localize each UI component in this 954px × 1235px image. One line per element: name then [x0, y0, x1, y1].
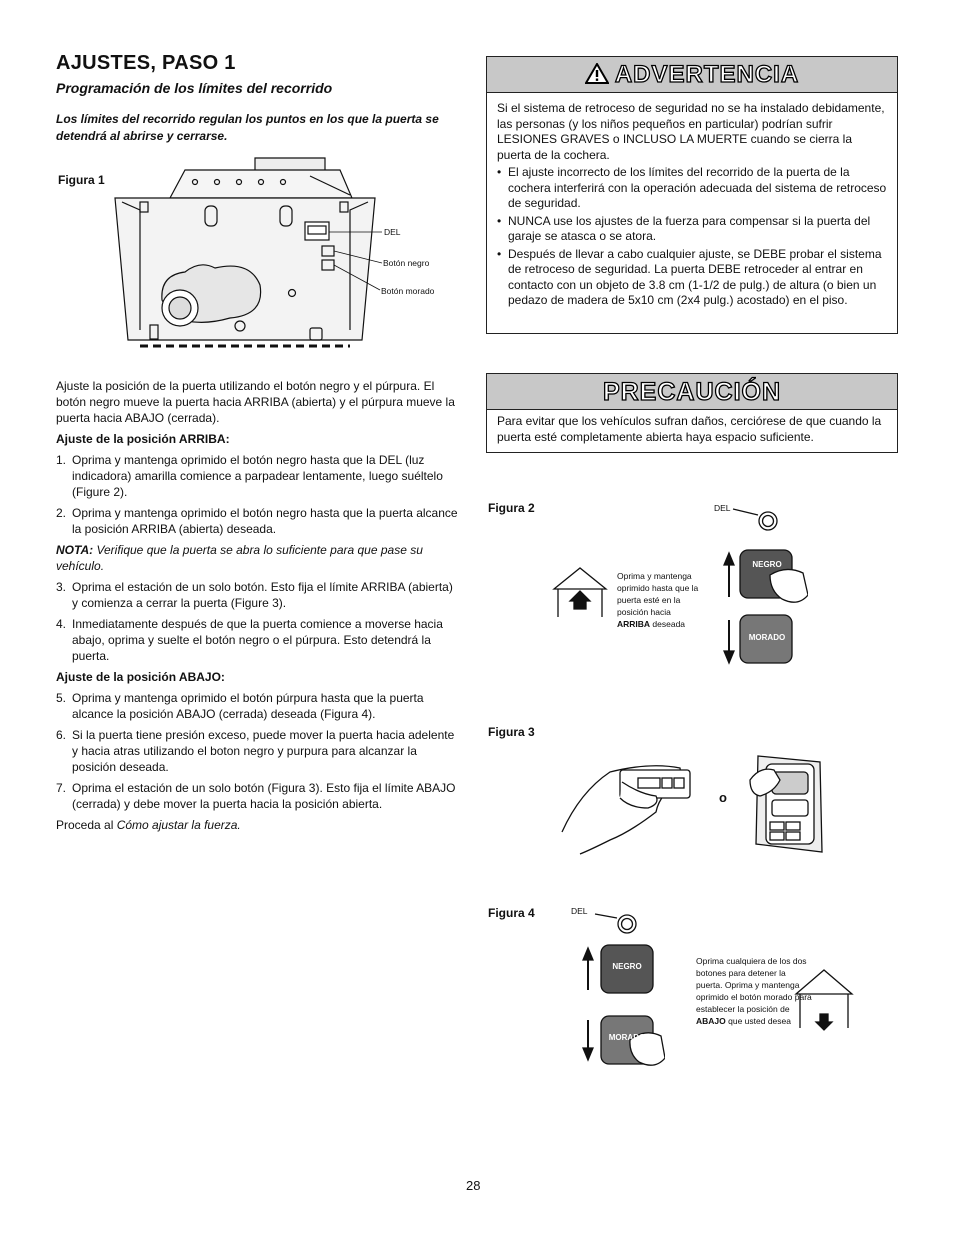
warning-text: Si el sistema de retroceso de seguridad …	[497, 101, 885, 162]
figure-4-black-button: NEGRO	[612, 962, 642, 971]
warning-title: ADVERTENCIA	[614, 60, 800, 88]
figure-3-illustration	[561, 755, 823, 855]
figure-1-opener-illustration	[114, 157, 383, 348]
figure-2-caption: Oprima y mantenga oprimido hasta que la …	[617, 571, 699, 629]
figure-2-illustration	[552, 508, 808, 665]
figure-4-caption: Oprima cualquiera de los dos botones par…	[696, 956, 812, 1026]
figure-2-led-label: DEL	[714, 503, 731, 513]
intro-text: Los límites del recorrido regulan los pu…	[56, 112, 439, 143]
list-item: 5.Oprima y mantenga oprimido el botón pú…	[56, 691, 424, 721]
list-item: 3.Oprima el estación de un solo botón. E…	[56, 580, 453, 610]
down-steps-list: 5.Oprima y mantenga oprimido el botón pú…	[56, 690, 462, 812]
list-item: •Después de llevar a cabo cualquier ajus…	[497, 246, 882, 308]
figure-1-callout-black-button: Botón negro	[383, 258, 430, 268]
figure-4-led-label: DEL	[571, 906, 588, 916]
figure-4-illustration	[582, 913, 665, 1066]
proceed-text: Proceda al Cómo ajustar la fuerza.	[56, 818, 241, 832]
figure-1-label: Figura 1	[58, 173, 105, 187]
up-heading: Ajuste de la posición ARRIBA:	[56, 432, 230, 446]
warning-bullets: •El ajuste incorrecto de los límites del…	[497, 165, 887, 309]
force-adjust-link[interactable]: Cómo ajustar la fuerza.	[116, 818, 241, 832]
note: NOTA: Verifique que la puerta se abra lo…	[56, 543, 423, 573]
list-item: 2.Oprima y mantenga oprimido el botón ne…	[56, 506, 458, 536]
list-item: •NUNCA use los ajustes de la fuerza para…	[497, 213, 871, 244]
figure-1-callout-purple-button: Botón morado	[381, 286, 435, 296]
page-number: 28	[466, 1178, 481, 1193]
figure-3-or: o	[719, 790, 727, 805]
caution-text: Para evitar que los vehículos sufran dañ…	[497, 414, 882, 444]
instructions-intro: Ajuste la posición de la puerta utilizan…	[56, 379, 455, 425]
list-item: •El ajuste incorrecto de los límites del…	[497, 165, 887, 210]
figure-4-label: Figura 4	[488, 906, 535, 920]
figure-4-closed-garage-icon	[794, 969, 854, 1031]
warning-box: ADVERTENCIA Si el sistema de retroceso d…	[486, 56, 898, 334]
list-item: 7.Oprima el estación de un solo botón (F…	[56, 781, 456, 811]
caution-title: PRECAUCIÓN	[487, 374, 897, 410]
caution-box: PRECAUCIÓN Para evitar que los vehículos…	[486, 373, 898, 453]
figure-2-purple-button: MORADO	[748, 633, 786, 642]
up-steps-list: 1.Oprima y mantenga oprimido el botón ne…	[56, 452, 462, 537]
instructions-body: Ajuste la posición de la puerta utilizan…	[56, 378, 462, 838]
figure-4-purple-button: MORADO	[608, 1033, 646, 1042]
section-subtitle: Programación de los límites del recorrid…	[56, 80, 333, 96]
figure-3-label: Figura 3	[488, 725, 535, 739]
page-title: AJUSTES, PASO 1	[56, 52, 236, 74]
warning-body: Si el sistema de retroceso de seguridad …	[487, 93, 897, 317]
figure-1-callout-led: DEL	[384, 227, 401, 237]
up-steps-list-2: 3.Oprima el estación de un solo botón. E…	[56, 579, 462, 664]
warning-header: ADVERTENCIA	[487, 57, 897, 93]
figure-2-black-button: NEGRO	[752, 560, 782, 569]
list-item: 4.Inmediatamente después de que la puert…	[56, 617, 443, 663]
list-item: 6.Si la puerta tiene presión exceso, pue…	[56, 728, 455, 774]
figure-2-label: Figura 2	[488, 501, 535, 515]
warning-triangle-icon	[584, 62, 610, 84]
down-heading: Ajuste de la posición ABAJO:	[56, 670, 225, 684]
list-item: 1.Oprima y mantenga oprimido el botón ne…	[56, 453, 443, 499]
